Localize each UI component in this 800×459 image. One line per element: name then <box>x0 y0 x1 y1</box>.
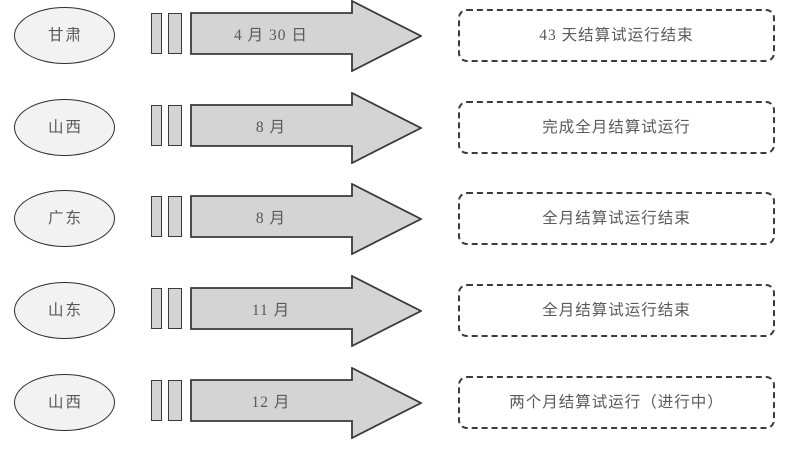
region-label: 甘肃 <box>47 26 83 44</box>
milestone-arrow[interactable]: 11 月 <box>190 275 422 347</box>
arrow-shape <box>190 183 422 255</box>
diagram-row: 山西 8 月 完成全月结算试运行 <box>0 92 800 184</box>
milestone-arrow[interactable]: 12 月 <box>190 367 422 439</box>
diagram-row: 山东 11 月 全月结算试运行结束 <box>0 275 800 367</box>
arrow-tick-bar-2 <box>168 13 182 54</box>
arrow-tick-bar-2 <box>168 196 182 237</box>
region-label: 广东 <box>47 209 83 227</box>
arrow-tick-bar-1 <box>151 380 162 421</box>
milestone-arrow[interactable]: 8 月 <box>190 183 422 255</box>
arrow-tick-bar-2 <box>168 288 182 329</box>
region-ellipse[interactable]: 山东 <box>14 282 115 339</box>
arrow-tick-bar-1 <box>151 196 162 237</box>
arrow-shape <box>190 367 422 439</box>
arrow-tick-bar-2 <box>168 380 182 421</box>
region-label: 山西 <box>47 118 83 136</box>
diagram-row: 甘肃 4 月 30 日 43 天结算试运行结束 <box>0 0 800 92</box>
arrow-tick-bar-1 <box>151 105 162 146</box>
arrow-tick-bar-1 <box>151 288 162 329</box>
outcome-label: 两个月结算试运行（进行中） <box>509 393 724 411</box>
outcome-label: 43 天结算试运行结束 <box>539 26 694 44</box>
milestone-arrow[interactable]: 8 月 <box>190 92 422 164</box>
region-label: 山西 <box>47 393 83 411</box>
milestone-arrow[interactable]: 4 月 30 日 <box>190 0 422 72</box>
outcome-label: 全月结算试运行结束 <box>542 301 691 319</box>
outcome-box[interactable]: 全月结算试运行结束 <box>458 284 775 337</box>
region-ellipse[interactable]: 广东 <box>14 190 115 247</box>
outcome-box[interactable]: 全月结算试运行结束 <box>458 192 775 245</box>
outcome-label: 全月结算试运行结束 <box>542 209 691 227</box>
outcome-box[interactable]: 43 天结算试运行结束 <box>458 9 775 62</box>
arrow-shape <box>190 92 422 164</box>
region-label: 山东 <box>47 301 83 319</box>
region-ellipse[interactable]: 山西 <box>14 99 115 156</box>
outcome-box[interactable]: 两个月结算试运行（进行中） <box>458 376 775 429</box>
region-ellipse[interactable]: 甘肃 <box>14 7 115 64</box>
arrow-shape <box>190 275 422 347</box>
diagram-row: 广东 8 月 全月结算试运行结束 <box>0 183 800 275</box>
diagram-row: 山西 12 月 两个月结算试运行（进行中） <box>0 367 800 459</box>
arrow-shape <box>190 0 422 72</box>
outcome-label: 完成全月结算试运行 <box>542 118 691 136</box>
arrow-tick-bar-2 <box>168 105 182 146</box>
outcome-box[interactable]: 完成全月结算试运行 <box>458 101 775 154</box>
region-ellipse[interactable]: 山西 <box>14 374 115 431</box>
arrow-tick-bar-1 <box>151 13 162 54</box>
